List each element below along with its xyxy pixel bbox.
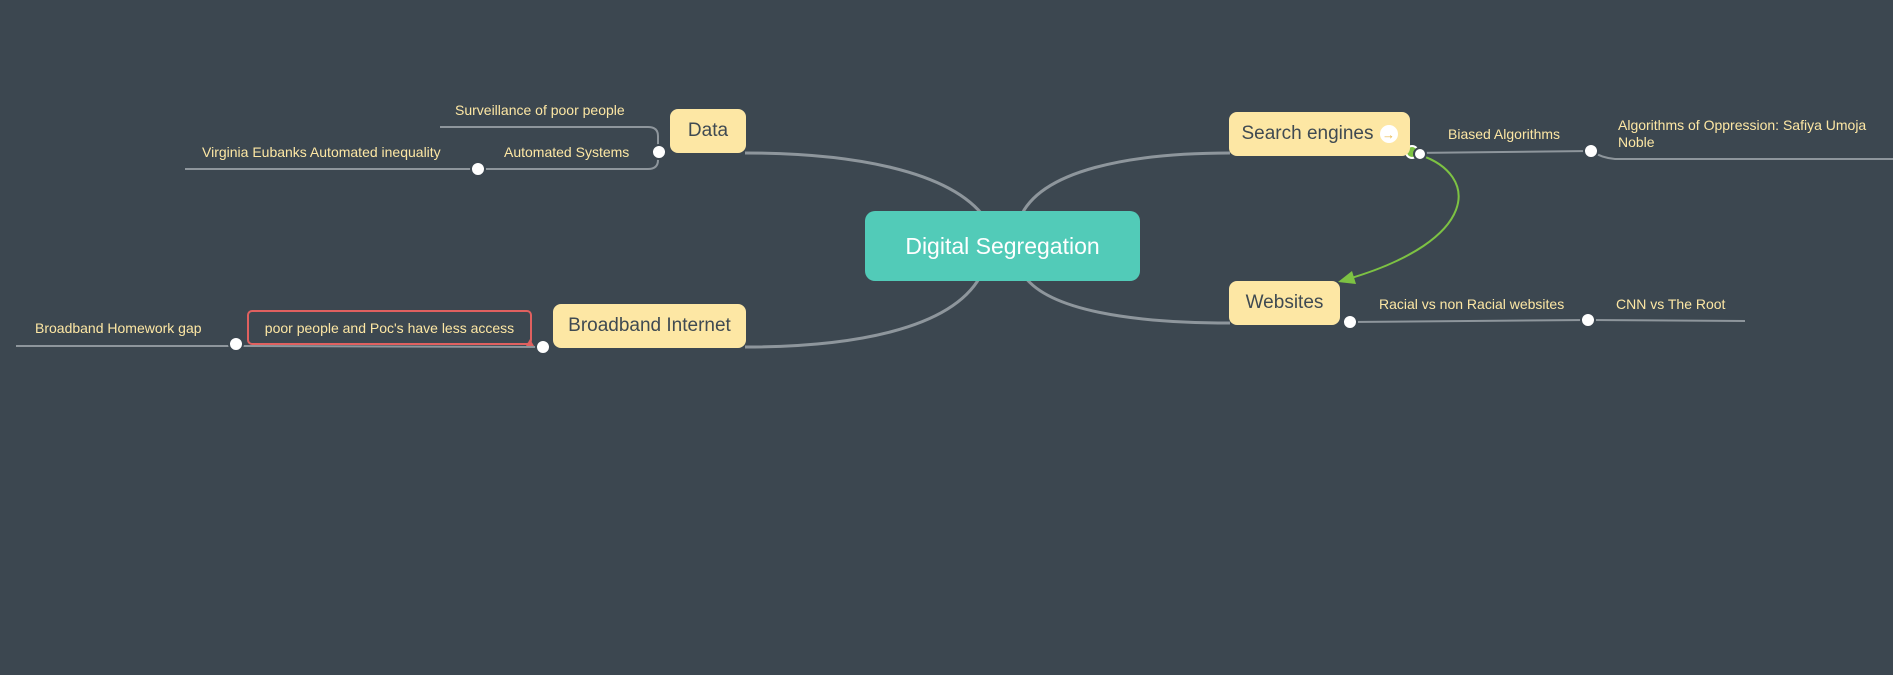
collapse-knob-biased — [1583, 143, 1599, 159]
line-websites-racial — [1349, 319, 1589, 323]
topic-data[interactable]: Data — [670, 109, 746, 153]
topic-broadband-internet[interactable]: Broadband Internet — [553, 304, 746, 348]
subtopic-biased-algorithms[interactable]: Biased Algorithms — [1448, 126, 1561, 142]
collapse-knob-automated — [470, 161, 486, 177]
subtopic-surveillance[interactable]: Surveillance of poor people — [455, 102, 625, 118]
collapse-knob-racial — [1580, 312, 1596, 328]
line-data-automated — [478, 152, 659, 170]
topic-websites[interactable]: Websites — [1229, 281, 1340, 325]
collapse-knob-data — [651, 144, 667, 160]
collapse-knob-websites — [1342, 314, 1358, 330]
topic-search-engines[interactable]: Search engines → — [1229, 112, 1410, 156]
collapse-knob-broadband — [535, 339, 551, 355]
branch-data — [744, 151, 987, 219]
relationship-connector — [1347, 154, 1460, 280]
subtopic-poor-access[interactable]: poor people and Poc's have less access — [247, 310, 532, 345]
subtopic-racial-websites[interactable]: Racial vs non Racial websites — [1379, 296, 1565, 312]
subtopic-eubanks[interactable]: Virginia Eubanks Automated inequality — [202, 144, 441, 160]
subtopic-automated-systems[interactable]: Automated Systems — [504, 144, 630, 160]
line-racial-cnn — [1587, 319, 1746, 322]
branch-search — [1018, 151, 1231, 219]
branch-websites — [1023, 276, 1231, 325]
subtopic-homework-gap[interactable]: Broadband Homework gap — [35, 320, 202, 336]
line-biased-oppression — [1590, 150, 1893, 160]
topic-search-engines-label: Search engines — [1241, 123, 1374, 144]
relationship-arrowhead — [1338, 271, 1356, 284]
collapse-knob-access — [228, 336, 244, 352]
subtopic-cnn-vs-the-root[interactable]: CNN vs The Root — [1616, 296, 1726, 312]
line-data-surveillance — [440, 126, 659, 151]
central-topic[interactable]: Digital Segregation — [865, 211, 1140, 281]
collapse-knob-search — [1413, 147, 1427, 161]
branch-broadband — [744, 276, 982, 349]
arrow-right-circle-icon[interactable]: → — [1379, 125, 1398, 143]
line-search-biased — [1411, 150, 1592, 154]
line-broadband-access — [235, 345, 544, 348]
subtopic-algorithms-of-oppression[interactable]: Algorithms of Oppression: Safiya Umoja N… — [1618, 117, 1867, 150]
